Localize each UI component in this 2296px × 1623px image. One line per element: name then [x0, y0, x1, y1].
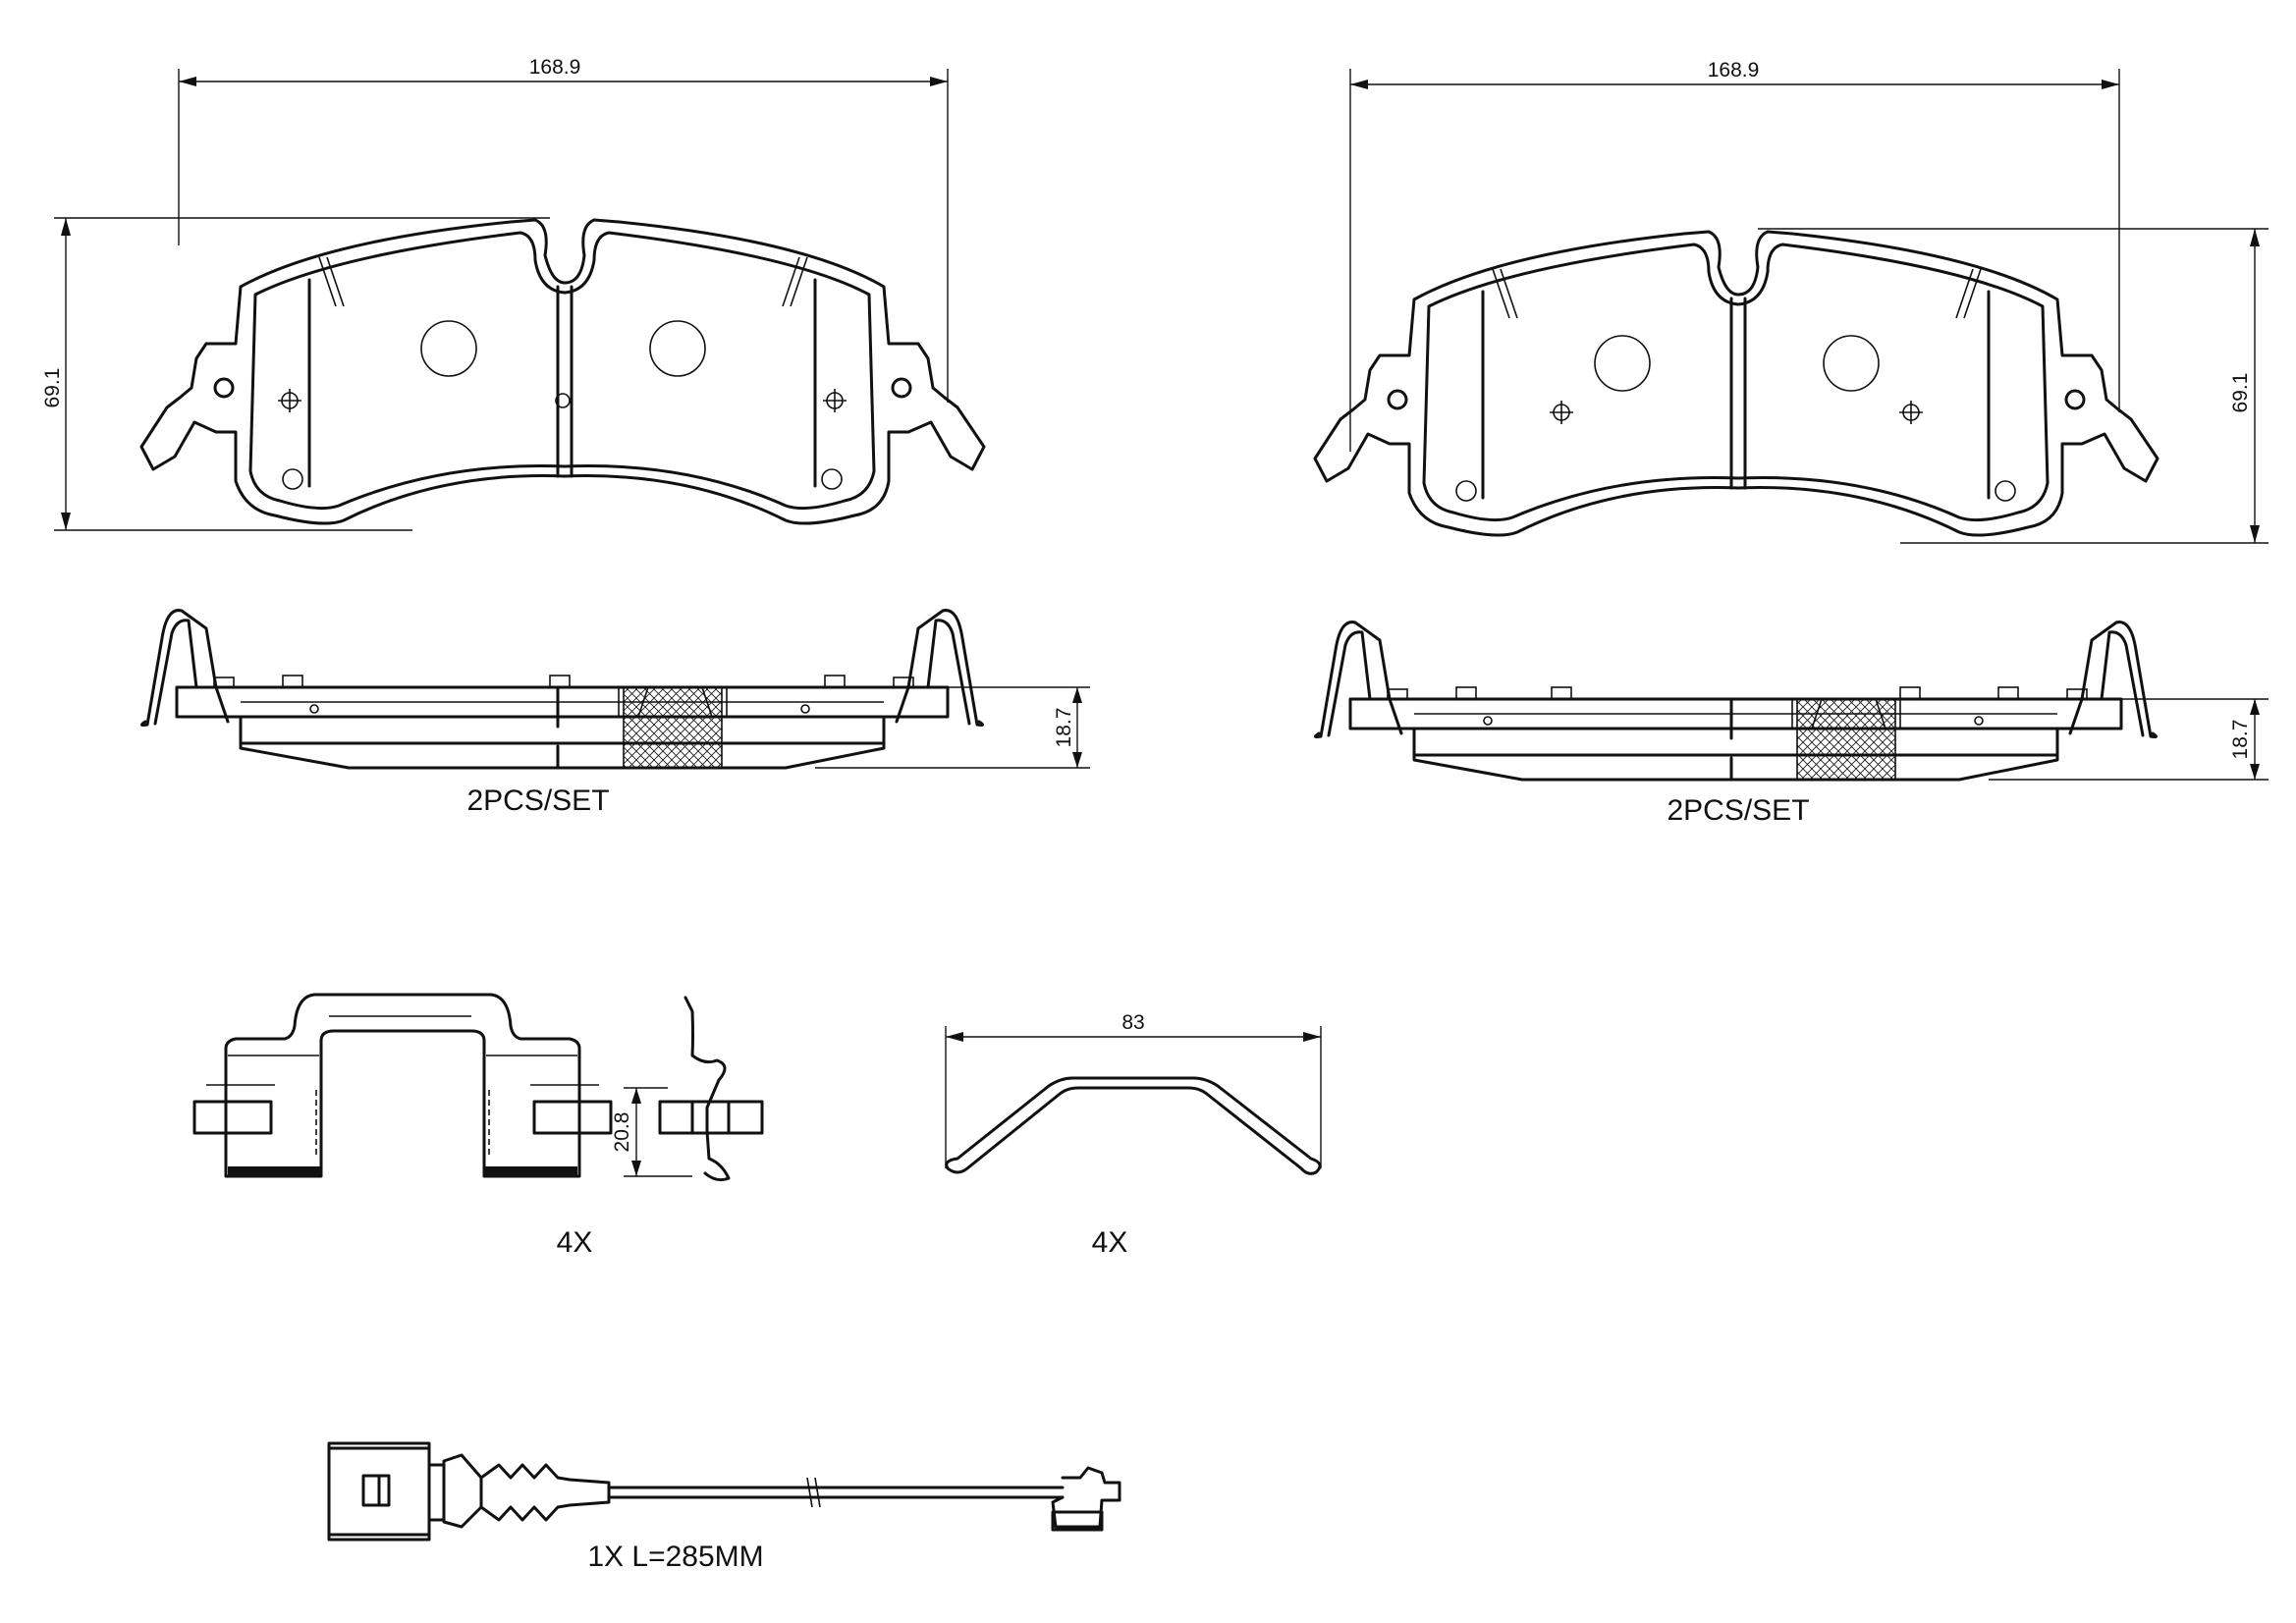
pad-left-side-view: 18.7 2PCS/SET: [140, 609, 1090, 817]
wear-sensor: 1X L=285MM: [327, 1441, 1121, 1573]
pad-left-width-dim: 168.9: [529, 56, 581, 79]
clip-height-dim: 20.8: [611, 1112, 633, 1153]
sensor-label: 1X L=285MM: [587, 1541, 763, 1573]
pad-right-quantity: 2PCS/SET: [1667, 794, 1809, 827]
pad-right-width-dim: 168.9: [1708, 59, 1760, 81]
pad-left-thickness-dim: 18.7: [1053, 708, 1075, 748]
pad-right-front-view: 168.9 69.1: [1313, 59, 2269, 544]
spring-width-dim: 83: [1121, 1011, 1144, 1034]
anti-rattle-spring: 83 4X: [945, 1011, 1322, 1259]
pad-left-front-view: 168.9 69.1: [41, 56, 986, 531]
pad-right-height-dim: 69.1: [2229, 373, 2252, 413]
clip-quantity: 4X: [557, 1226, 593, 1259]
abutment-clip: 20.8 4X: [192, 993, 764, 1259]
pad-right-thickness-dim: 18.7: [2229, 720, 2252, 760]
spring-quantity: 4X: [1092, 1226, 1128, 1259]
pad-left-height-dim: 69.1: [41, 368, 64, 408]
pad-left-quantity: 2PCS/SET: [466, 784, 609, 817]
pad-right-side-view: 18.7 2PCS/SET: [1314, 621, 2269, 827]
